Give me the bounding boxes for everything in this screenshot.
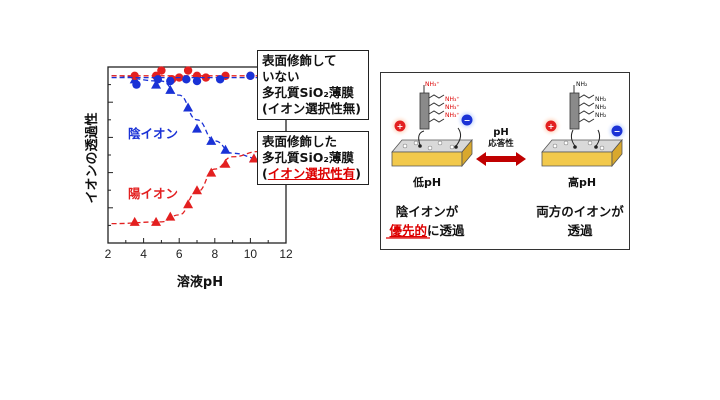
data-point-circle (157, 66, 166, 75)
data-point-circle (130, 71, 139, 81)
x-tick-label: 2 (105, 247, 112, 261)
data-point-triangle (183, 102, 194, 112)
legend-box-modified: 表面修飾した 多孔質SiO₂薄膜 (イオン選択性有) (257, 131, 369, 185)
legend-modified-selective: イオン選択性有 (267, 166, 356, 181)
data-point-triangle (192, 185, 202, 195)
x-tick-label: 12 (279, 247, 293, 261)
data-point-triangle (206, 167, 217, 177)
data-point-circle (183, 66, 193, 75)
series-label-cation: 陽イオン (128, 186, 178, 201)
data-point-circle (215, 75, 225, 84)
diagram-panel (380, 72, 630, 250)
legend-unmodified-line1: 表面修飾して (262, 53, 337, 68)
x-tick-label: 10 (244, 247, 258, 261)
data-point-triangle (129, 216, 140, 226)
data-point-triangle (192, 123, 202, 133)
legend-modified-line1: 表面修飾した (262, 134, 338, 149)
x-tick-label: 6 (176, 247, 183, 261)
series-label-anion: 陰イオン (128, 126, 178, 141)
data-point-circle (201, 73, 211, 82)
data-point-circle (166, 76, 175, 86)
legend-modified-line2: 多孔質SiO₂薄膜 (262, 150, 354, 165)
data-point-triangle (206, 135, 217, 145)
data-point-triangle (151, 79, 162, 89)
data-point-triangle (151, 216, 162, 226)
data-point-circle (132, 80, 141, 89)
x-axis-label: 溶液pH (177, 274, 223, 290)
fit-line-0 (111, 75, 260, 160)
legend-unmodified-line4: (イオン選択性無) (262, 101, 361, 116)
x-tick-label: 8 (211, 247, 218, 261)
data-point-triangle (220, 144, 231, 154)
data-point-triangle (248, 153, 259, 163)
data-point-triangle (165, 211, 176, 221)
legend-unmodified-line3: 多孔質SiO₂薄膜 (262, 85, 354, 100)
data-point-triangle (183, 199, 194, 209)
legend-box-unmodified: 表面修飾して いない 多孔質SiO₂薄膜 (イオン選択性無) (257, 50, 369, 120)
data-point-triangle (165, 84, 176, 94)
y-axis-label: イオンの透過性 (84, 112, 100, 203)
data-point-circle (182, 75, 191, 84)
data-point-circle (153, 75, 163, 84)
data-point-circle (192, 76, 202, 86)
x-tick-label: 4 (140, 247, 147, 261)
legend-modified-line3: (イオン選択性有) (262, 166, 361, 181)
data-point-circle (246, 71, 255, 81)
data-point-triangle (220, 158, 231, 168)
legend-unmodified-line2: いない (262, 69, 300, 84)
